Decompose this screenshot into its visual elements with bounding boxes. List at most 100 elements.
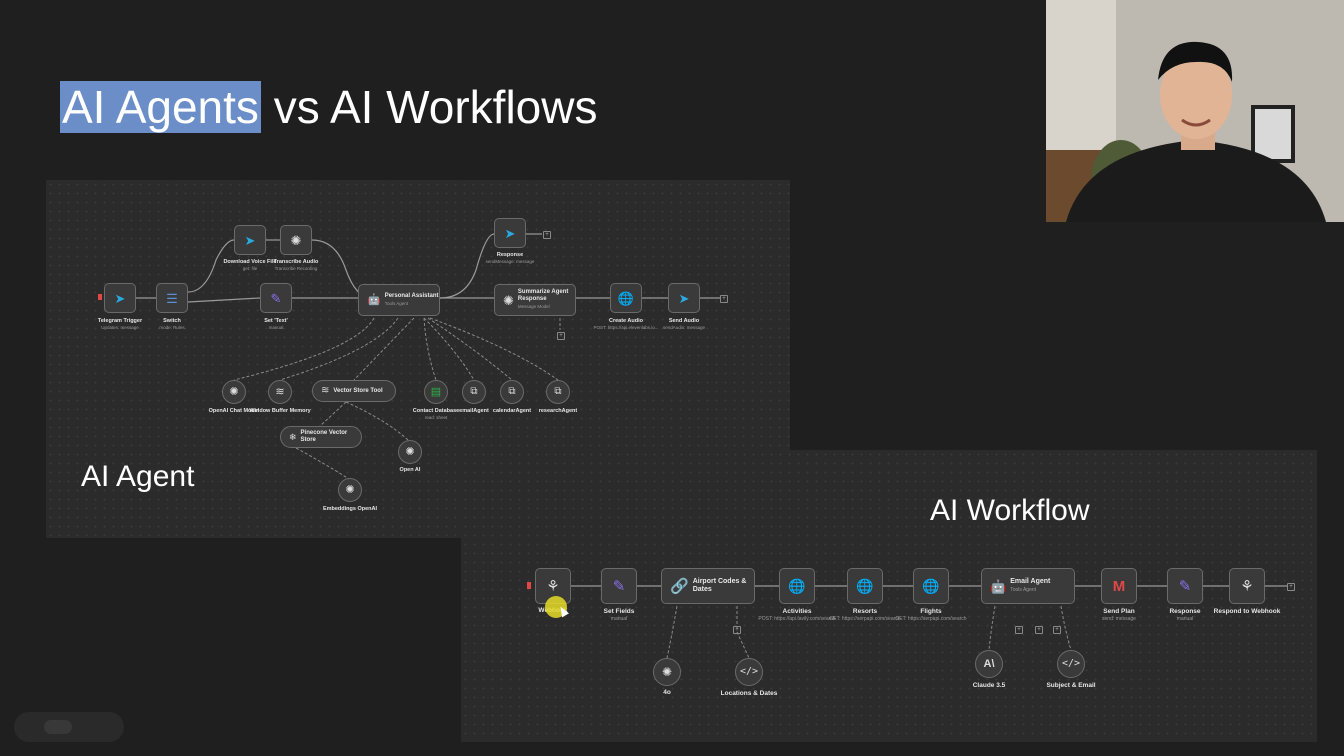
- add-model-plus-icon[interactable]: +: [557, 332, 565, 340]
- flights-node[interactable]: 🌐: [913, 568, 949, 604]
- locations-dates-label: Locations & Dates: [720, 690, 778, 697]
- response-node[interactable]: ✎: [1167, 568, 1203, 604]
- transcribe-audio-node[interactable]: ✺: [280, 225, 312, 255]
- openai-icon: ✺: [345, 483, 355, 496]
- personal-assistant-sub: Tools Agent: [384, 300, 408, 306]
- globe-icon: 🌐: [922, 578, 940, 594]
- telegram-trigger-node[interactable]: ➤: [104, 283, 136, 313]
- respond-webhook-node[interactable]: ⚘: [1229, 568, 1265, 604]
- vector-store-tool-node[interactable]: ≋ Vector Store Tool: [312, 380, 396, 402]
- embeddings-label: Embeddings OpenAI: [322, 506, 378, 512]
- presentation-controls[interactable]: [14, 712, 124, 742]
- embeddings-openai-node[interactable]: ✺: [338, 478, 362, 502]
- trigger-bolt-icon: [527, 582, 531, 589]
- ai-workflow-label: AI Workflow: [930, 494, 1090, 527]
- globe-icon: 🌐: [788, 578, 806, 594]
- contact-database-node[interactable]: ▤: [424, 380, 448, 404]
- openai-icon: ✺: [661, 665, 673, 679]
- mouse-cursor-highlight: [545, 596, 567, 618]
- set-fields-sub: manual: [610, 616, 628, 622]
- flights-label: Flights: [920, 608, 942, 615]
- contact-db-label: Contact Database: [412, 408, 460, 414]
- email-agent-label: emailAgent: [459, 408, 489, 414]
- response-node[interactable]: ➤: [494, 218, 526, 248]
- slide-title: AI Agents vs AI Workflows: [60, 78, 597, 136]
- window-buffer-label: Window Buffer Memory: [249, 408, 311, 414]
- subject-email-label: Subject & Email: [1046, 682, 1096, 689]
- telegram-trigger-label: Telegram Trigger: [97, 318, 143, 324]
- pencil-icon: ✎: [1178, 577, 1192, 595]
- transcribe-audio-sub: Transcribe Recording: [274, 266, 318, 271]
- activities-node[interactable]: 🌐: [779, 568, 815, 604]
- switch-icon: ☰: [166, 290, 178, 306]
- create-audio-sub: POST: https://api.elevenlabs.io...: [593, 325, 659, 330]
- add-node-plus-icon[interactable]: +: [543, 231, 551, 239]
- calendar-agent-label: calendarAgent: [492, 408, 532, 414]
- email-agent-tool-node[interactable]: ⧉: [462, 380, 486, 404]
- send-plan-node[interactable]: M: [1101, 568, 1137, 604]
- add-memory-plus-icon[interactable]: +: [1015, 626, 1023, 634]
- switch-node[interactable]: ☰: [156, 283, 188, 313]
- window-buffer-node[interactable]: ≋: [268, 380, 292, 404]
- airport-codes-title: Airport Codes & Dates: [692, 578, 747, 593]
- create-audio-node[interactable]: 🌐: [610, 283, 642, 313]
- add-parser-plus-icon[interactable]: +: [1053, 626, 1061, 634]
- open-ai-label: Open AI: [399, 467, 421, 473]
- send-audio-sub: sendAudio: message: [662, 325, 706, 330]
- presenter-image: [1046, 0, 1344, 222]
- ai-workflow-canvas[interactable]: ⚘ Webhook ✎ Set Fields manual 🔗 Airport …: [461, 450, 1317, 742]
- set-fields-label: Set Fields: [603, 608, 635, 615]
- download-voice-node[interactable]: ➤: [234, 225, 266, 255]
- openai-icon: ✺: [229, 385, 239, 398]
- database-icon: ≋: [275, 385, 285, 398]
- pencil-icon: ✎: [270, 290, 282, 306]
- openai-chat-model-node[interactable]: ✺: [222, 380, 246, 404]
- locations-dates-node[interactable]: </>: [735, 658, 763, 686]
- calendar-agent-node[interactable]: ⧉: [500, 380, 524, 404]
- send-plan-sub: send: message: [1102, 616, 1136, 622]
- set-fields-node[interactable]: ✎: [601, 568, 637, 604]
- add-node-plus-icon[interactable]: +: [1287, 583, 1295, 591]
- telegram-trigger-sub: Updates: message: [101, 325, 139, 330]
- openai-icon: ✺: [405, 445, 415, 458]
- subject-email-node[interactable]: </>: [1057, 650, 1085, 678]
- title-highlight: AI Agents: [60, 81, 261, 133]
- resorts-label: Resorts: [852, 608, 878, 615]
- ai-agent-label: AI Agent: [81, 460, 195, 493]
- add-parser-plus-icon[interactable]: +: [733, 626, 741, 634]
- claude-node[interactable]: A\: [975, 650, 1003, 678]
- workflow-icon: ⧉: [554, 386, 562, 397]
- model-4o-node[interactable]: ✺: [653, 658, 681, 686]
- pinecone-vector-store-node[interactable]: ❄ Pinecone Vector Store: [280, 426, 362, 448]
- send-audio-label: Send Audio: [668, 318, 700, 324]
- research-agent-node[interactable]: ⧉: [546, 380, 570, 404]
- personal-assistant-title: Personal Assistant: [384, 292, 439, 299]
- telegram-icon: ➤: [504, 225, 516, 241]
- pinecone-title: Pinecone Vector Store: [300, 430, 348, 443]
- pinecone-icon: ❄: [289, 431, 297, 442]
- link-icon: 🔗: [670, 577, 689, 595]
- add-tool-plus-icon[interactable]: +: [1035, 626, 1043, 634]
- summarize-sub: Message Model: [517, 304, 550, 309]
- summarize-title: Summarize Agent Response: [517, 289, 569, 302]
- add-node-plus-icon[interactable]: +: [720, 295, 728, 303]
- globe-icon: 🌐: [856, 578, 874, 594]
- resorts-node[interactable]: 🌐: [847, 568, 883, 604]
- control-toggle[interactable]: [44, 720, 72, 734]
- set-text-sub: manual: [268, 325, 284, 330]
- robot-icon: 🤖: [367, 293, 381, 306]
- airport-codes-node[interactable]: 🔗 Airport Codes & Dates: [661, 568, 755, 604]
- open-ai-node[interactable]: ✺: [398, 440, 422, 464]
- create-audio-label: Create Audio: [608, 318, 644, 324]
- download-voice-label: Download Voice File: [223, 259, 277, 265]
- pencil-icon: ✎: [612, 577, 626, 595]
- set-text-node[interactable]: ✎: [260, 283, 292, 313]
- openai-icon: ✺: [290, 232, 302, 248]
- respond-webhook-label: Respond to Webhook: [1213, 608, 1281, 615]
- transcribe-audio-label: Transcribe Audio: [273, 259, 319, 265]
- send-audio-node[interactable]: ➤: [668, 283, 700, 313]
- database-icon: ≋: [321, 385, 330, 396]
